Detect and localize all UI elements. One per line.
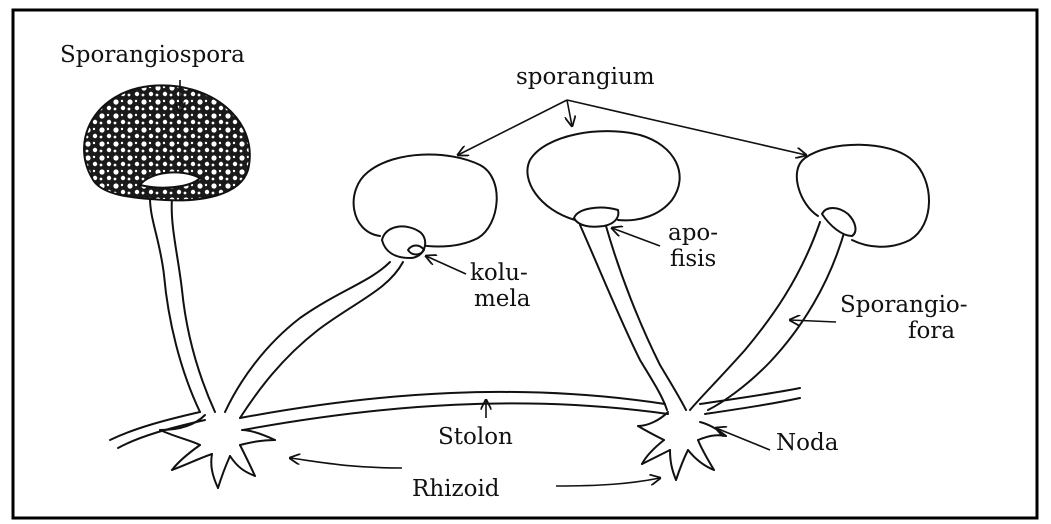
label-kolumela-line2: mela bbox=[474, 286, 531, 312]
arrow-kolumela bbox=[426, 256, 466, 274]
arrow-sporangiofora bbox=[790, 320, 836, 322]
sporangium-3 bbox=[527, 131, 679, 227]
arrow-sporangium-middle bbox=[567, 100, 572, 126]
rhizoid-right bbox=[638, 412, 726, 480]
label-stolon: Stolon bbox=[438, 424, 513, 450]
arrow-sporangium-left bbox=[458, 100, 567, 155]
arrow-rhizoid-left bbox=[290, 458, 402, 468]
label-kolumela-line1: kolu- bbox=[470, 260, 528, 286]
label-sporangiospora: Sporangiospora bbox=[60, 42, 245, 68]
arrow-rhizoid-right bbox=[556, 478, 660, 486]
arrow-noda bbox=[716, 428, 770, 450]
label-sporangiofora-line1: Sporangio- bbox=[840, 292, 968, 318]
arrow-apofisis bbox=[612, 228, 660, 246]
label-apofisis-line2: fisis bbox=[670, 246, 716, 272]
label-sporangiofora-line2: fora bbox=[908, 318, 955, 344]
sporangium-2 bbox=[354, 155, 497, 258]
sporangium-1-with-spores bbox=[84, 85, 250, 200]
label-rhizoid: Rhizoid bbox=[412, 476, 500, 502]
label-noda: Noda bbox=[776, 430, 839, 456]
label-sporangium: sporangium bbox=[516, 64, 655, 90]
label-apofisis-line1: apo- bbox=[668, 220, 718, 246]
arrow-sporangium-right bbox=[567, 100, 806, 155]
sporangiophore-1 bbox=[150, 198, 215, 412]
sporangiophore-2 bbox=[225, 262, 403, 418]
